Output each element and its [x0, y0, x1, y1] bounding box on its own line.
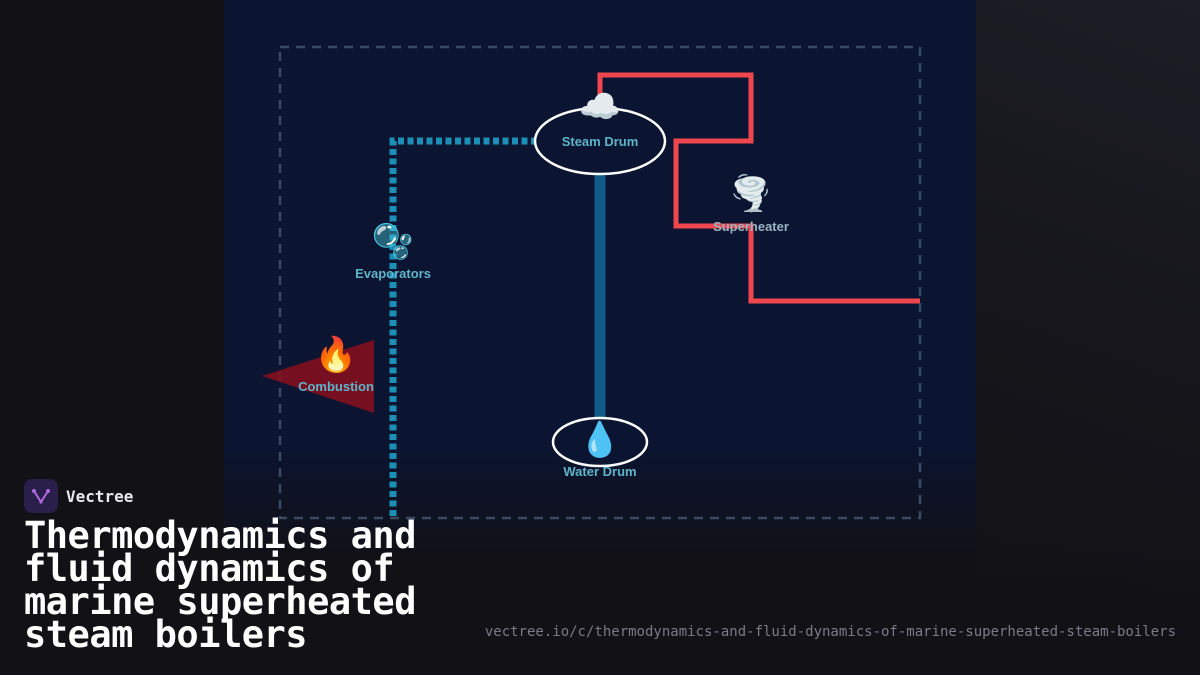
system-boundary — [278, 45, 922, 520]
page-url: vectree.io/c/thermodynamics-and-fluid-dy… — [484, 624, 1176, 640]
cloud-icon: ☁️ — [579, 87, 621, 127]
fire-icon: 🔥 — [315, 335, 357, 375]
water-drum-label: Water Drum — [563, 464, 636, 479]
superheater-label: Superheater — [713, 219, 789, 234]
bubbles-icon: 🫧 — [372, 222, 414, 262]
page-title: Thermodynamics and fluid dynamics of mar… — [24, 514, 416, 656]
tornado-icon: 🌪️ — [730, 173, 772, 214]
steam-drum-ellipse — [533, 106, 667, 176]
logo-mark-icon — [32, 489, 50, 504]
background-bottom-fade — [0, 540, 1200, 675]
superheated-steam-line — [597, 72, 920, 304]
brand: Vectree — [24, 479, 133, 513]
vectree-logo — [24, 479, 58, 513]
combustion-label: Combustion — [298, 379, 374, 394]
evaporators-label: Evaporators — [355, 266, 431, 281]
brand-name: Vectree — [66, 486, 134, 506]
combustion-flame-cone — [262, 340, 374, 413]
droplet-icon: 💧 — [579, 420, 621, 460]
water-drum-ellipse — [551, 416, 649, 468]
riser-line — [389, 137, 540, 516]
steam-drum-label: Steam Drum — [562, 134, 639, 149]
